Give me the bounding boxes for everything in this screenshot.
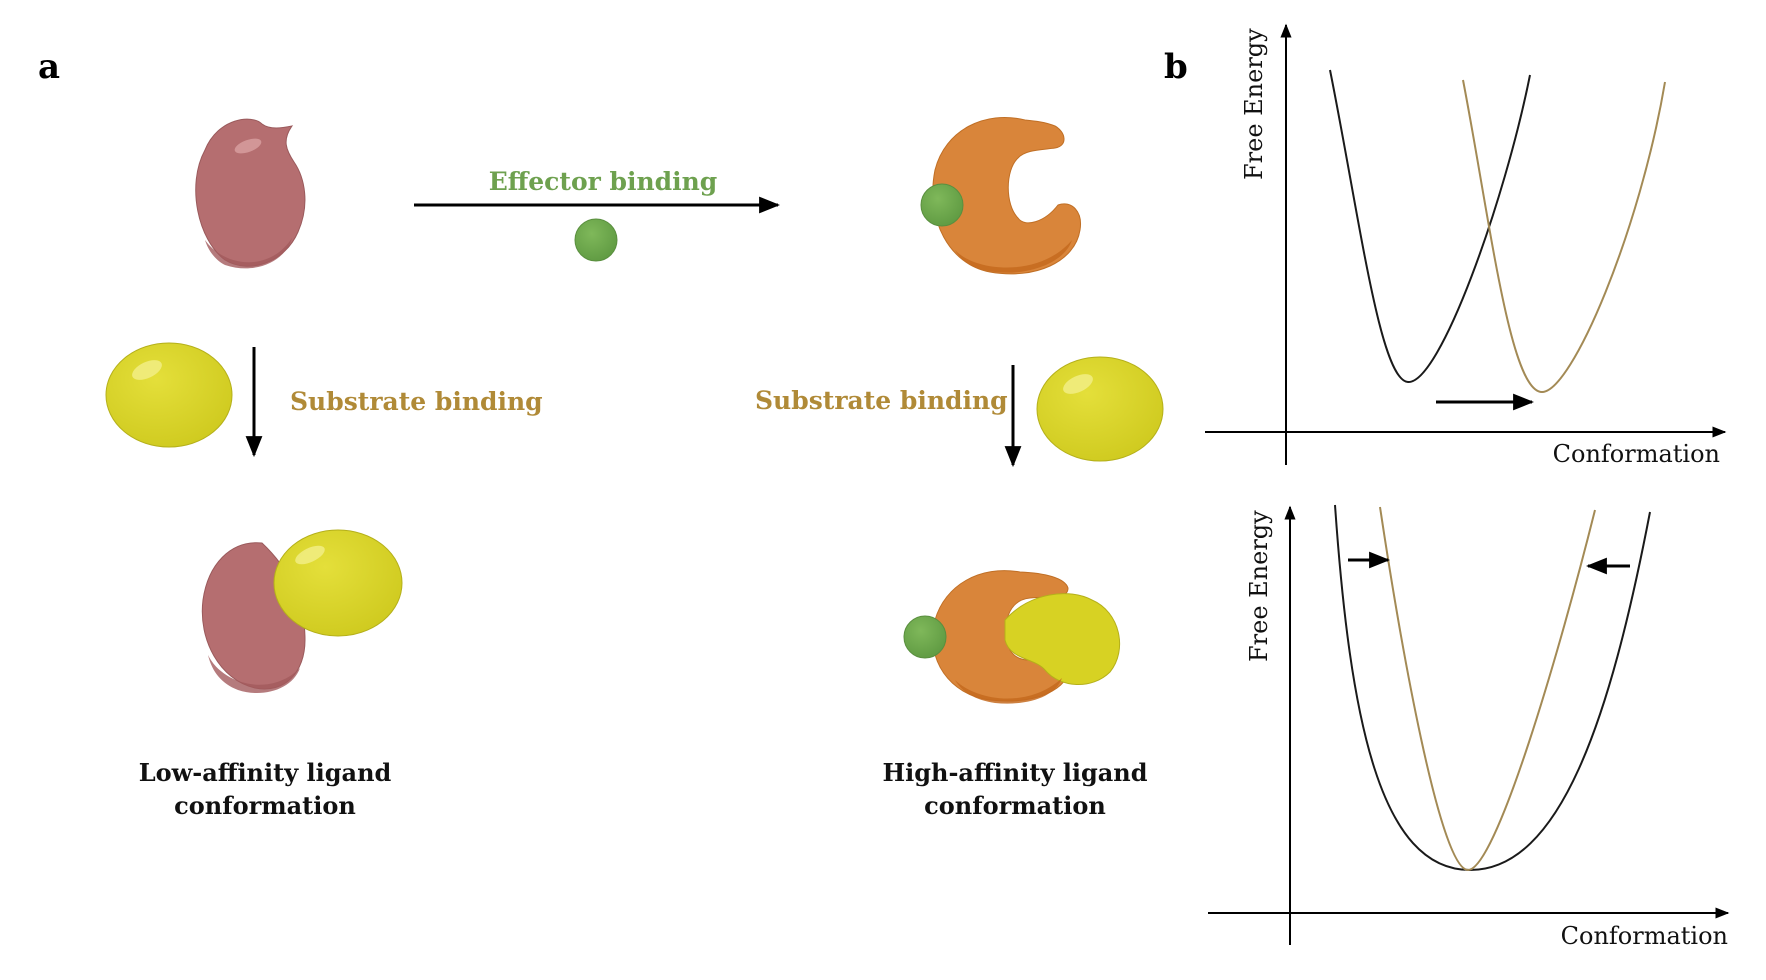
effector-bound (920, 183, 964, 227)
panel-b: b Free Energy Conformation Free Energy C… (1164, 23, 1730, 950)
substrate-ball-right (1036, 356, 1164, 462)
panel-a-letter: a (38, 47, 60, 87)
effector-ligand (574, 218, 618, 262)
substrate-binding-label-left: Substrate binding (290, 387, 543, 416)
bottom-y-axis-label: Free Energy (1245, 510, 1273, 662)
high-affinity-caption-line2: conformation (924, 791, 1106, 820)
substrate-binding-label-right: Substrate binding (755, 386, 1008, 415)
effector-binding-label: Effector binding (489, 167, 718, 196)
substrate-bound-low (273, 529, 403, 637)
high-affinity-protein-effector-bound (920, 116, 1081, 275)
top-curve-unbound (1329, 69, 1531, 384)
bottom-x-axis-label: Conformation (1561, 922, 1728, 950)
low-affinity-complex (201, 529, 403, 694)
bottom-curve-bound (1379, 506, 1596, 872)
panel-a: a Effector binding Substrate binding Sub… (38, 47, 1164, 820)
top-x-axis-label: Conformation (1553, 440, 1720, 468)
effector-bound-complex (903, 615, 947, 659)
top-energy-plot: Free Energy Conformation (1205, 23, 1727, 468)
low-affinity-caption-line2: conformation (174, 791, 356, 820)
low-affinity-caption-line1: Low-affinity ligand (139, 758, 392, 787)
bottom-energy-plot: Free Energy Conformation (1208, 504, 1730, 950)
low-affinity-protein-unbound (195, 118, 306, 269)
high-affinity-caption-line1: High-affinity ligand (882, 758, 1147, 787)
substrate-ball-left (105, 342, 233, 448)
top-y-axis-label: Free Energy (1240, 28, 1268, 180)
top-curve-bound (1462, 79, 1666, 394)
panel-b-letter: b (1164, 47, 1188, 87)
high-affinity-complex (903, 570, 1121, 704)
